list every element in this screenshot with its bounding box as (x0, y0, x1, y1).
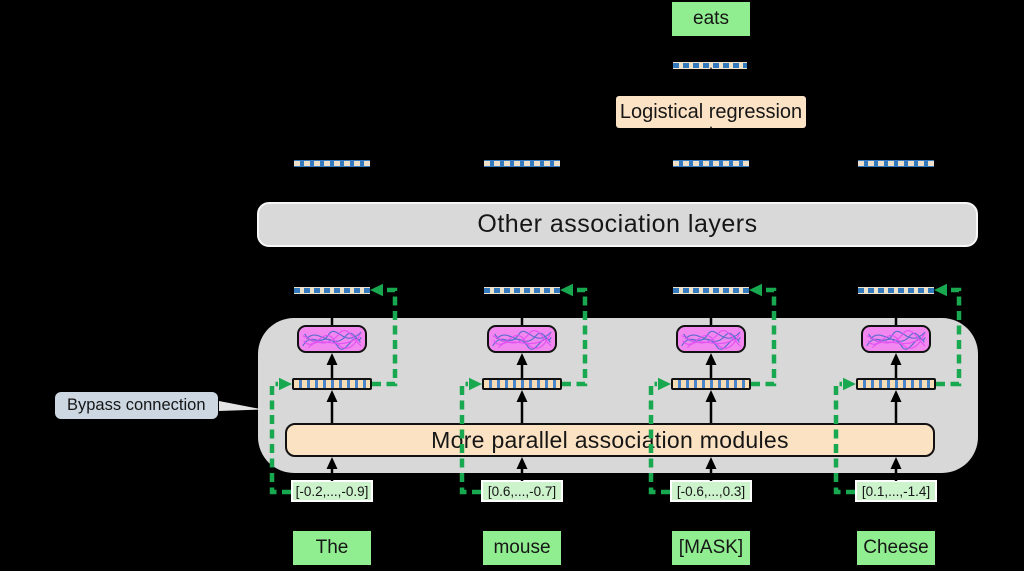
more-parallel-association-modules-box: More parallel association modules (285, 423, 935, 457)
hidden-state-vector (484, 160, 560, 167)
module-output-vector (294, 287, 370, 294)
concat-vector (482, 378, 562, 390)
scribble-pattern-icon (866, 330, 926, 350)
callout-tail (219, 401, 263, 411)
scribble-pattern-icon (302, 330, 362, 350)
scribble-pattern-icon (492, 330, 552, 350)
embedding-value-box: [-0.6,...,0.3] (670, 480, 752, 502)
concat-vector (292, 378, 372, 390)
output-token-box: eats (672, 2, 750, 36)
module-output-vector (858, 287, 934, 294)
association-module-box (487, 325, 557, 353)
embedding-value-box: [0.6,...,-0.7] (481, 480, 563, 502)
scribble-pattern-icon (681, 330, 741, 350)
input-token-box: [MASK] (672, 531, 750, 565)
concat-vector (671, 378, 751, 390)
hidden-state-vector (858, 160, 934, 167)
association-module-box (676, 325, 746, 353)
input-token-box: The (293, 531, 371, 565)
other-association-layers-box: Other association layers (257, 202, 978, 247)
association-module-box (297, 325, 367, 353)
input-token-box: Cheese (857, 531, 935, 565)
hidden-state-vector (294, 160, 370, 167)
concat-vector (856, 378, 936, 390)
bypass-connection-label: Bypass connection (55, 392, 218, 419)
embedding-value-box: [0.1,...,-1.4] (855, 480, 937, 502)
logistic-regression-box: Logistical regression (616, 96, 806, 128)
predicted-embedding-vector (673, 62, 747, 69)
module-output-vector (484, 287, 560, 294)
module-output-vector (673, 287, 749, 294)
hidden-state-vector (673, 160, 749, 167)
input-token-box: mouse (483, 531, 561, 565)
embedding-value-box: [-0.2,...,-0.9] (291, 480, 373, 502)
association-module-box (861, 325, 931, 353)
